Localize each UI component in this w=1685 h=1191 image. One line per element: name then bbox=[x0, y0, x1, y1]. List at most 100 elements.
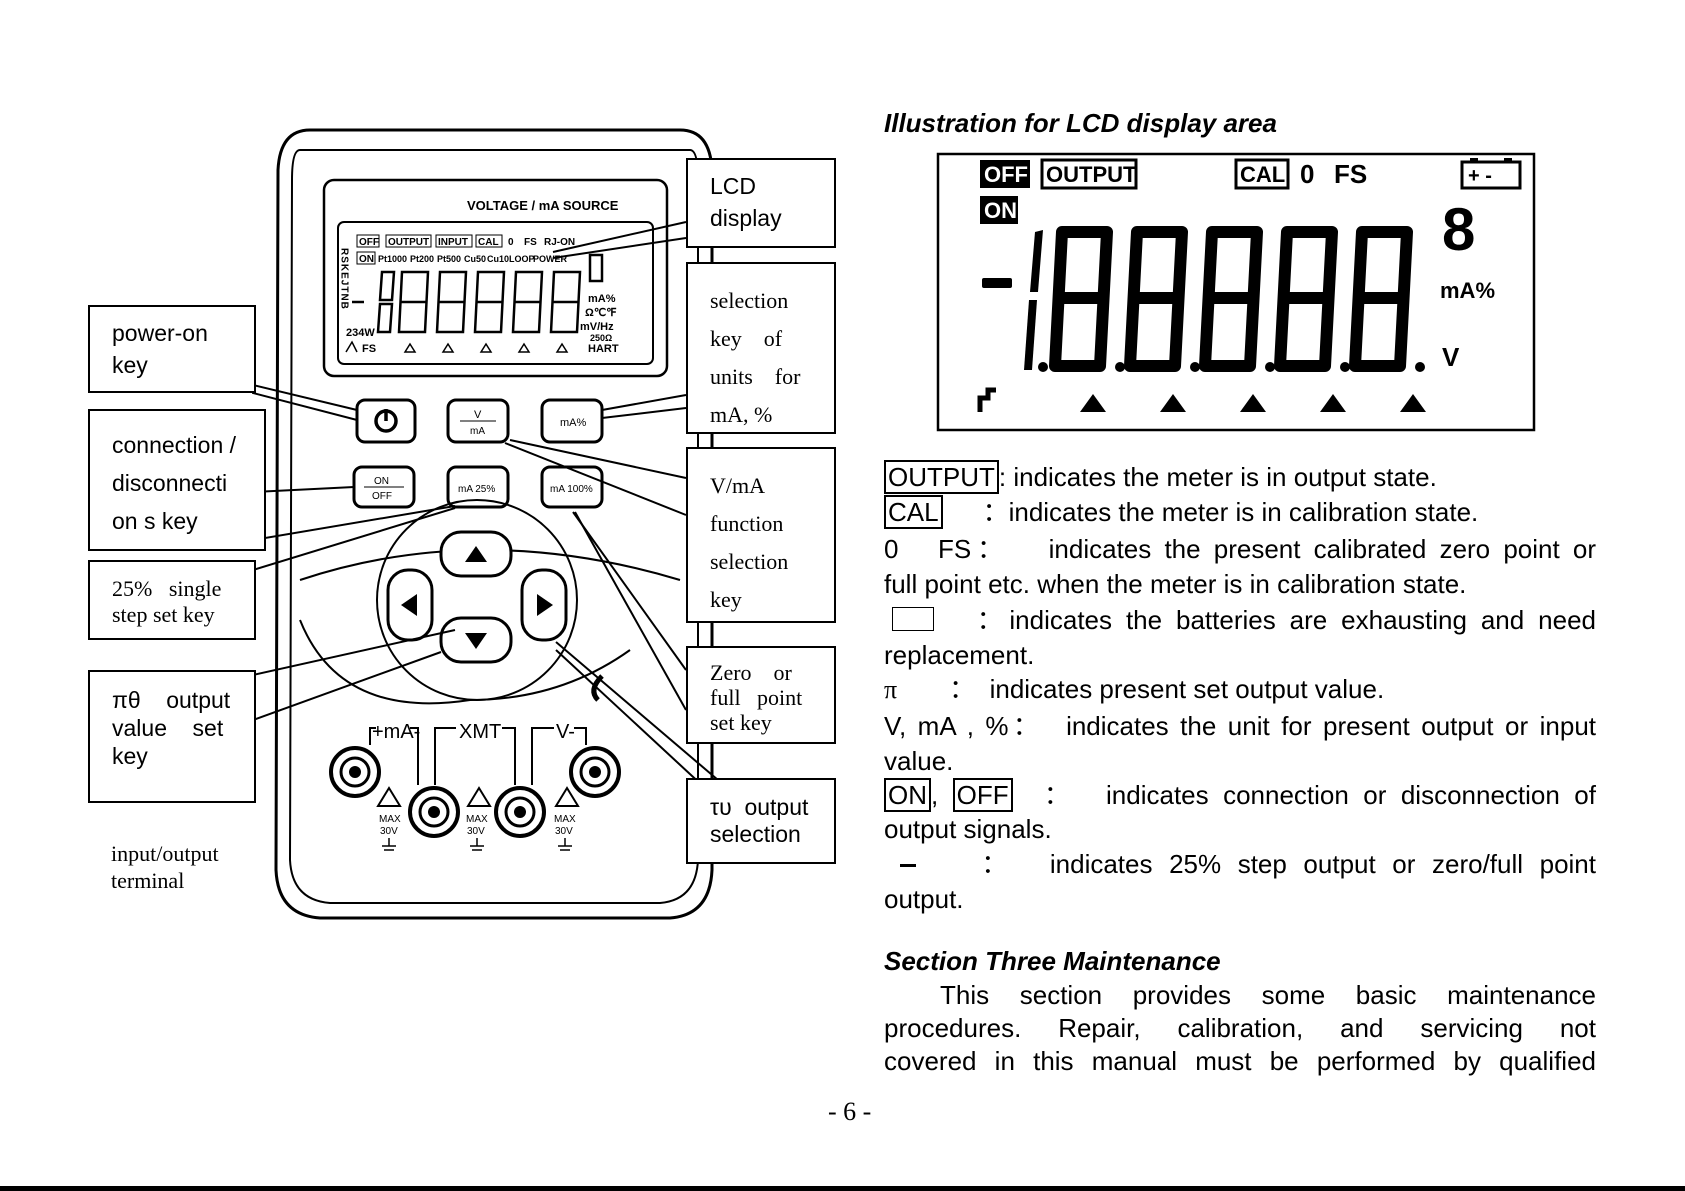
callout-value-set-line2: value set bbox=[112, 715, 224, 741]
section-line-1: This section provides some basic mainten… bbox=[940, 980, 1596, 1010]
battery-icon: + - bbox=[1460, 158, 1522, 190]
callout-zero-full-line2: full point bbox=[710, 685, 803, 710]
mini-flag-input: INPUT bbox=[438, 237, 468, 248]
label-io-terminal-line2: terminal bbox=[111, 868, 185, 893]
legend-step-cont: output. bbox=[884, 884, 964, 914]
callout-function-line4: key bbox=[710, 587, 742, 612]
legend-off-term: OFF bbox=[952, 778, 1013, 812]
callout-units-line2: key of bbox=[710, 326, 783, 351]
triangle-down-icon bbox=[465, 633, 487, 649]
mini-unit-mv: mV/Hz bbox=[580, 321, 614, 333]
callout-step-25-key: 25% single step set key bbox=[88, 560, 256, 640]
callout-step-25-line2: step set key bbox=[112, 602, 215, 627]
terminal-ma-label: +mA- bbox=[372, 721, 420, 743]
callout-connection-key-line2: disconnecti bbox=[112, 470, 228, 496]
mini-unit-temp: Ω℃℉ bbox=[585, 307, 617, 319]
mini-flag-zero: 0 bbox=[508, 237, 514, 248]
legend-zero-fs-cont: full point etc. when the meter is in cal… bbox=[884, 569, 1467, 599]
callout-value-set-line3: key bbox=[112, 743, 148, 769]
v-ma-button-top: V bbox=[474, 409, 482, 421]
callout-connection-key: connection / disconnecti on s key bbox=[88, 409, 266, 551]
legend-units: V, mA , %： indicates the unit for presen… bbox=[884, 709, 1596, 743]
mini-234w: 234W bbox=[346, 327, 375, 339]
mini-cu50: Cu50 bbox=[464, 254, 486, 264]
max-label-2: MAX bbox=[466, 814, 488, 825]
callout-lcd-display: LCD display bbox=[686, 158, 836, 248]
lcd-eight-digits bbox=[1049, 226, 1413, 372]
lcd-triangles bbox=[1080, 394, 1426, 412]
legend-on-off-text: ： indicates connection or disconnection … bbox=[1036, 780, 1596, 810]
mini-flag-off: OFF bbox=[359, 237, 379, 248]
callout-units-line4: mA, % bbox=[710, 402, 773, 427]
section-line-3: covered in this manual must be performed… bbox=[884, 1046, 1596, 1076]
max-label-1: MAX bbox=[379, 814, 401, 825]
leader-lines bbox=[252, 221, 719, 801]
legend-cal-term: CAL bbox=[884, 495, 943, 529]
volt-label-2: 30V bbox=[467, 826, 485, 837]
mini-flag-on: ON bbox=[359, 254, 374, 265]
terminal-jacks[interactable] bbox=[329, 746, 621, 838]
lcd-illustration: OFF OUTPUT CAL 0 FS + - ON 8 mA% V bbox=[936, 152, 1536, 432]
mini-unit-ma: mA% bbox=[588, 293, 616, 305]
step-icon bbox=[977, 387, 996, 412]
callout-zero-full-line3: set key bbox=[710, 710, 772, 735]
mini-cu10: Cu10 bbox=[487, 254, 509, 264]
callout-output-selection: τυ output selection bbox=[686, 778, 836, 864]
callout-value-set-line1: πθ output bbox=[112, 687, 231, 713]
mini-power: POWER bbox=[533, 254, 568, 264]
ma-100-button-label: mA 100% bbox=[550, 484, 593, 495]
callout-function-line3: selection bbox=[710, 549, 789, 574]
legend-on-off-cont: output signals. bbox=[884, 814, 1052, 844]
on-off-button-off: OFF bbox=[372, 491, 392, 502]
ma-percent-button[interactable] bbox=[540, 398, 604, 444]
legend-pi-text: ： indicates present set output value. bbox=[949, 674, 1385, 704]
volt-label-3: 30V bbox=[555, 826, 573, 837]
callout-output-line1: τυ output bbox=[710, 794, 809, 820]
legend-zero-fs: 0 FS： indicates the present calibrated z… bbox=[884, 532, 1596, 566]
svg-text:+ -: + - bbox=[1468, 165, 1492, 187]
legend-units-term: V, mA , % bbox=[884, 711, 1009, 741]
ma-100-button[interactable] bbox=[540, 465, 604, 509]
mini-unit-hart: HART bbox=[588, 343, 619, 355]
legend-battery-cont: replacement. bbox=[884, 640, 1035, 670]
triangle-right-icon bbox=[537, 594, 553, 616]
lcd-header: VOLTAGE / mA SOURCE bbox=[467, 198, 619, 213]
callout-power-on-key-line2: key bbox=[112, 352, 148, 378]
mini-unit-250: 250Ω bbox=[590, 333, 612, 343]
mini-pt200: Pt200 bbox=[410, 254, 434, 264]
page-number: - 6 - bbox=[828, 1097, 872, 1126]
bottom-rule bbox=[0, 1186, 1685, 1191]
legend-on-off: ON, OFF： indicates connection or disconn… bbox=[884, 778, 1596, 812]
mini-pt1000: Pt1000 bbox=[378, 254, 407, 264]
legend-pi-term: π bbox=[884, 675, 898, 704]
mini-flag-fs: FS bbox=[524, 237, 537, 248]
callout-connection-key-line1: connection / bbox=[112, 432, 237, 458]
callout-zero-full-line1: Zero or bbox=[710, 660, 792, 685]
ma-percent-button-label: mA% bbox=[560, 417, 587, 429]
lcd-off-flag: OFF bbox=[984, 162, 1028, 187]
callout-power-on-key: power-on key bbox=[88, 305, 256, 393]
mini-flag-output: OUTPUT bbox=[388, 237, 429, 248]
lcd-unit-ma: mA% bbox=[1440, 278, 1495, 303]
volt-label-1: 30V bbox=[380, 826, 398, 837]
legend-units-cont: value. bbox=[884, 746, 954, 776]
mini-seven-segment-digits bbox=[352, 253, 604, 334]
callout-value-set-key: πθ output value set key bbox=[88, 670, 256, 803]
ma-25-button[interactable] bbox=[446, 465, 510, 509]
ground-icons bbox=[382, 838, 572, 851]
lcd-illustration-title: Illustration for LCD display area bbox=[884, 108, 1277, 138]
legend-step-icon bbox=[900, 864, 916, 867]
legend-output: OUTPUT: indicates the meter is in output… bbox=[884, 460, 1596, 494]
mini-fs: FS bbox=[362, 343, 376, 355]
callout-zero-full-key: Zero or full point set key bbox=[686, 646, 836, 744]
callout-output-line2: selection bbox=[710, 821, 801, 847]
on-off-button-on: ON bbox=[374, 476, 389, 487]
callout-lcd-line2: display bbox=[710, 205, 782, 231]
legend-pi: π ： indicates present set output value. bbox=[884, 672, 1596, 707]
triangle-left-icon bbox=[401, 594, 417, 616]
callout-function-key: V/mA function selection key bbox=[686, 447, 836, 623]
legend-battery: ：indicates the batteries are exhausting … bbox=[884, 603, 1596, 637]
mini-side-letters: RSKEJTNB bbox=[339, 248, 350, 310]
mini-pt500: Pt500 bbox=[437, 254, 461, 264]
